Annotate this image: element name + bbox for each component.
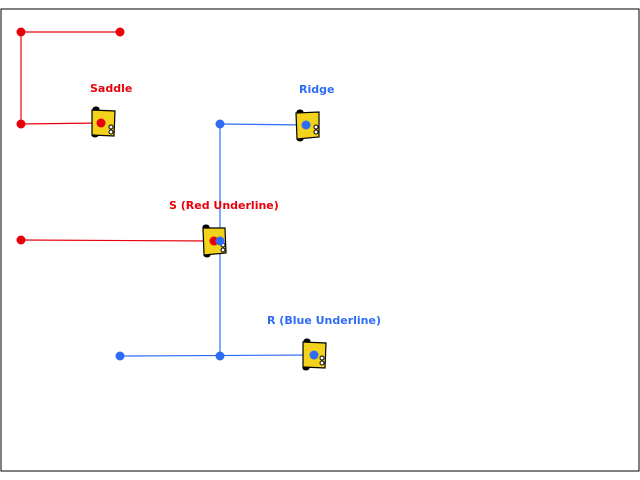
red-nodes (16, 27, 219, 246)
red-wire-s-underline (20, 239, 215, 242)
blue-node[interactable] (215, 236, 225, 246)
blue-node[interactable] (301, 120, 311, 130)
red-node[interactable] (16, 119, 26, 129)
blue-nodes (115, 119, 319, 361)
blue-node[interactable] (215, 119, 225, 129)
red-wire-saddle (20, 31, 120, 125)
label-ridge: Ridge (299, 83, 334, 96)
blue-node[interactable] (309, 350, 319, 360)
red-node[interactable] (115, 27, 125, 37)
label-saddle: Saddle (90, 82, 132, 95)
label-r-blue-underline: R (Blue Underline) (267, 314, 381, 327)
red-network (20, 31, 215, 242)
blue-node[interactable] (215, 351, 225, 361)
red-node[interactable] (16, 27, 26, 37)
red-node[interactable] (96, 118, 106, 128)
label-s-red-underline: S (Red Underline) (169, 199, 279, 212)
blue-node[interactable] (115, 351, 125, 361)
blue-wire-ridge (219, 123, 307, 126)
red-node[interactable] (16, 235, 26, 245)
